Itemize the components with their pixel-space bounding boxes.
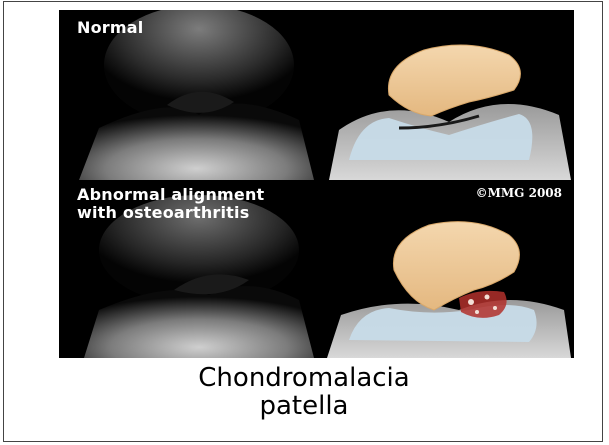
caption-line2: patella — [4, 392, 604, 420]
figure-caption: Chondromalacia patella — [4, 364, 604, 420]
caption-line1: Chondromalacia — [4, 364, 604, 392]
image-panel: Normal Abnormal alignment with osteoarth… — [59, 10, 574, 358]
figure-frame: Normal Abnormal alignment with osteoarth… — [3, 1, 603, 442]
illustration-abnormal — [319, 185, 574, 358]
illustration-normal — [319, 10, 574, 180]
knee-illustrations — [59, 10, 574, 358]
label-abnormal-line2: with osteoarthritis — [77, 204, 317, 222]
label-abnormal: Abnormal alignment with osteoarthritis — [77, 186, 317, 222]
label-abnormal-line1: Abnormal alignment — [77, 186, 317, 204]
label-normal: Normal — [77, 19, 143, 37]
copyright-notice: ©MMG 2008 — [476, 186, 562, 200]
